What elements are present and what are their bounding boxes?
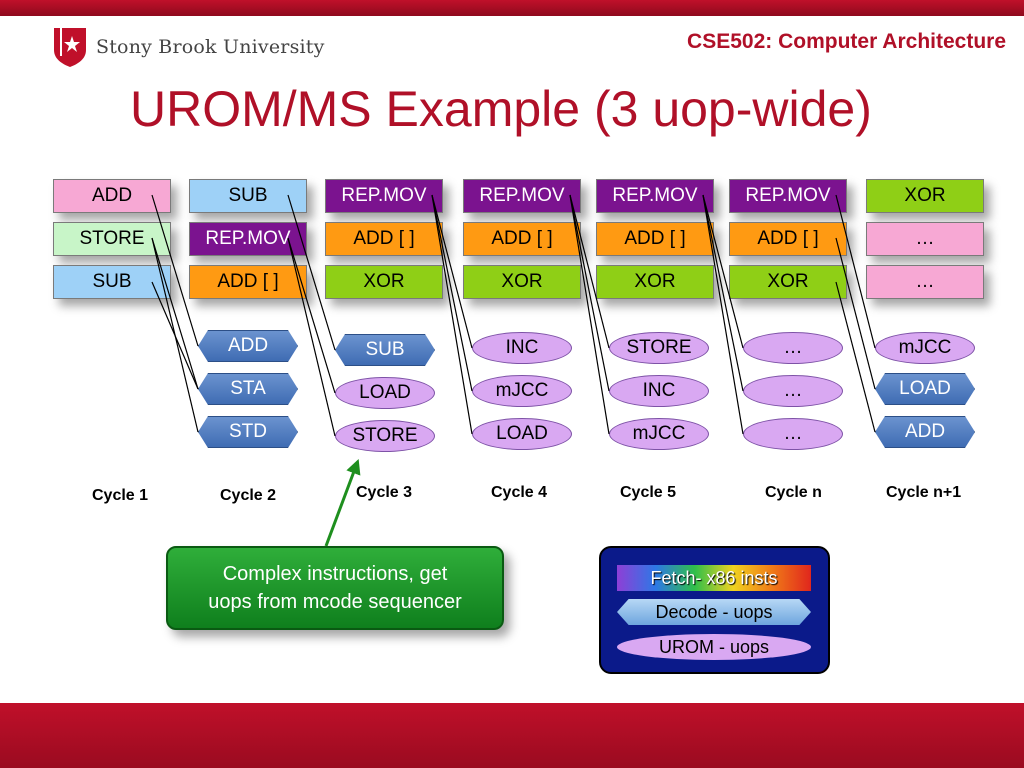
uop-urom: mJCC <box>875 332 975 364</box>
course-title: CSE502: Computer Architecture <box>687 30 1006 53</box>
inst-box: XOR <box>596 265 714 299</box>
inst-box: ADD <box>53 179 171 213</box>
uop-decode: ADD <box>198 330 298 362</box>
inst-box: SUB <box>53 265 171 299</box>
uop-urom: INC <box>609 375 709 407</box>
uop-urom: LOAD <box>472 418 572 450</box>
inst-box: ADD [ ] <box>189 265 307 299</box>
inst-box: ADD [ ] <box>463 222 581 256</box>
cycle-label: Cycle 4 <box>491 484 548 501</box>
uop-urom: INC <box>472 332 572 364</box>
uop-urom: mJCC <box>609 418 709 450</box>
cycle-label: Cycle 3 <box>356 484 413 501</box>
inst-box: … <box>866 222 984 256</box>
cycle-label: Cycle 1 <box>92 487 149 504</box>
uop-decode: STD <box>198 416 298 448</box>
inst-box: XOR <box>463 265 581 299</box>
cycle-label: Cycle 2 <box>220 487 277 504</box>
inst-box: … <box>866 265 984 299</box>
uop-decode: ADD <box>875 416 975 448</box>
inst-box: XOR <box>866 179 984 213</box>
university-name: Stony Brook University <box>96 36 325 58</box>
cycle-label: Cycle n <box>765 484 822 501</box>
legend-urom: UROM - uops <box>617 634 811 660</box>
inst-box: ADD [ ] <box>729 222 847 256</box>
inst-box: REP.MOV <box>729 179 847 213</box>
uop-urom: mJCC <box>472 375 572 407</box>
inst-box: XOR <box>729 265 847 299</box>
uop-urom: … <box>743 418 843 450</box>
connector-line <box>835 237 876 390</box>
uop-urom: … <box>743 375 843 407</box>
legend-decode: Decode - uops <box>617 599 811 625</box>
uop-decode: LOAD <box>875 373 975 405</box>
uop-decode: STA <box>198 373 298 405</box>
inst-box: REP.MOV <box>189 222 307 256</box>
bottom-banner <box>0 703 1024 768</box>
inst-box: SUB <box>189 179 307 213</box>
connector-line <box>151 237 199 390</box>
inst-box: REP.MOV <box>596 179 714 213</box>
callout-arrow <box>324 458 361 547</box>
uop-urom: … <box>743 332 843 364</box>
inst-box: ADD [ ] <box>325 222 443 256</box>
shield-icon <box>54 28 86 67</box>
cycle-label: Cycle 5 <box>620 484 677 501</box>
inst-box: ADD [ ] <box>596 222 714 256</box>
inst-box: REP.MOV <box>463 179 581 213</box>
uop-urom: STORE <box>609 332 709 364</box>
legend-fetch: Fetch- x86 insts <box>617 565 811 591</box>
inst-box: STORE <box>53 222 171 256</box>
uop-urom: LOAD <box>335 377 435 409</box>
cycle-label: Cycle n+1 <box>886 484 962 501</box>
slide-title: UROM/MS Example (3 uop-wide) <box>130 81 872 137</box>
uop-decode: SUB <box>335 334 435 366</box>
inst-box: XOR <box>325 265 443 299</box>
callout-line: uops from mcode sequencer <box>208 591 462 613</box>
university-logo: Stony Brook University <box>52 26 325 68</box>
callout-box: Complex instructions, get uops from mcod… <box>166 546 504 630</box>
connector-line <box>287 237 336 394</box>
callout-line: Complex instructions, get <box>222 563 448 585</box>
uop-urom: STORE <box>335 420 435 452</box>
connector-line <box>835 281 876 433</box>
top-banner <box>0 0 1024 16</box>
legend-box: Fetch- x86 insts Decode - uops UROM - uo… <box>599 546 830 674</box>
inst-box: REP.MOV <box>325 179 443 213</box>
